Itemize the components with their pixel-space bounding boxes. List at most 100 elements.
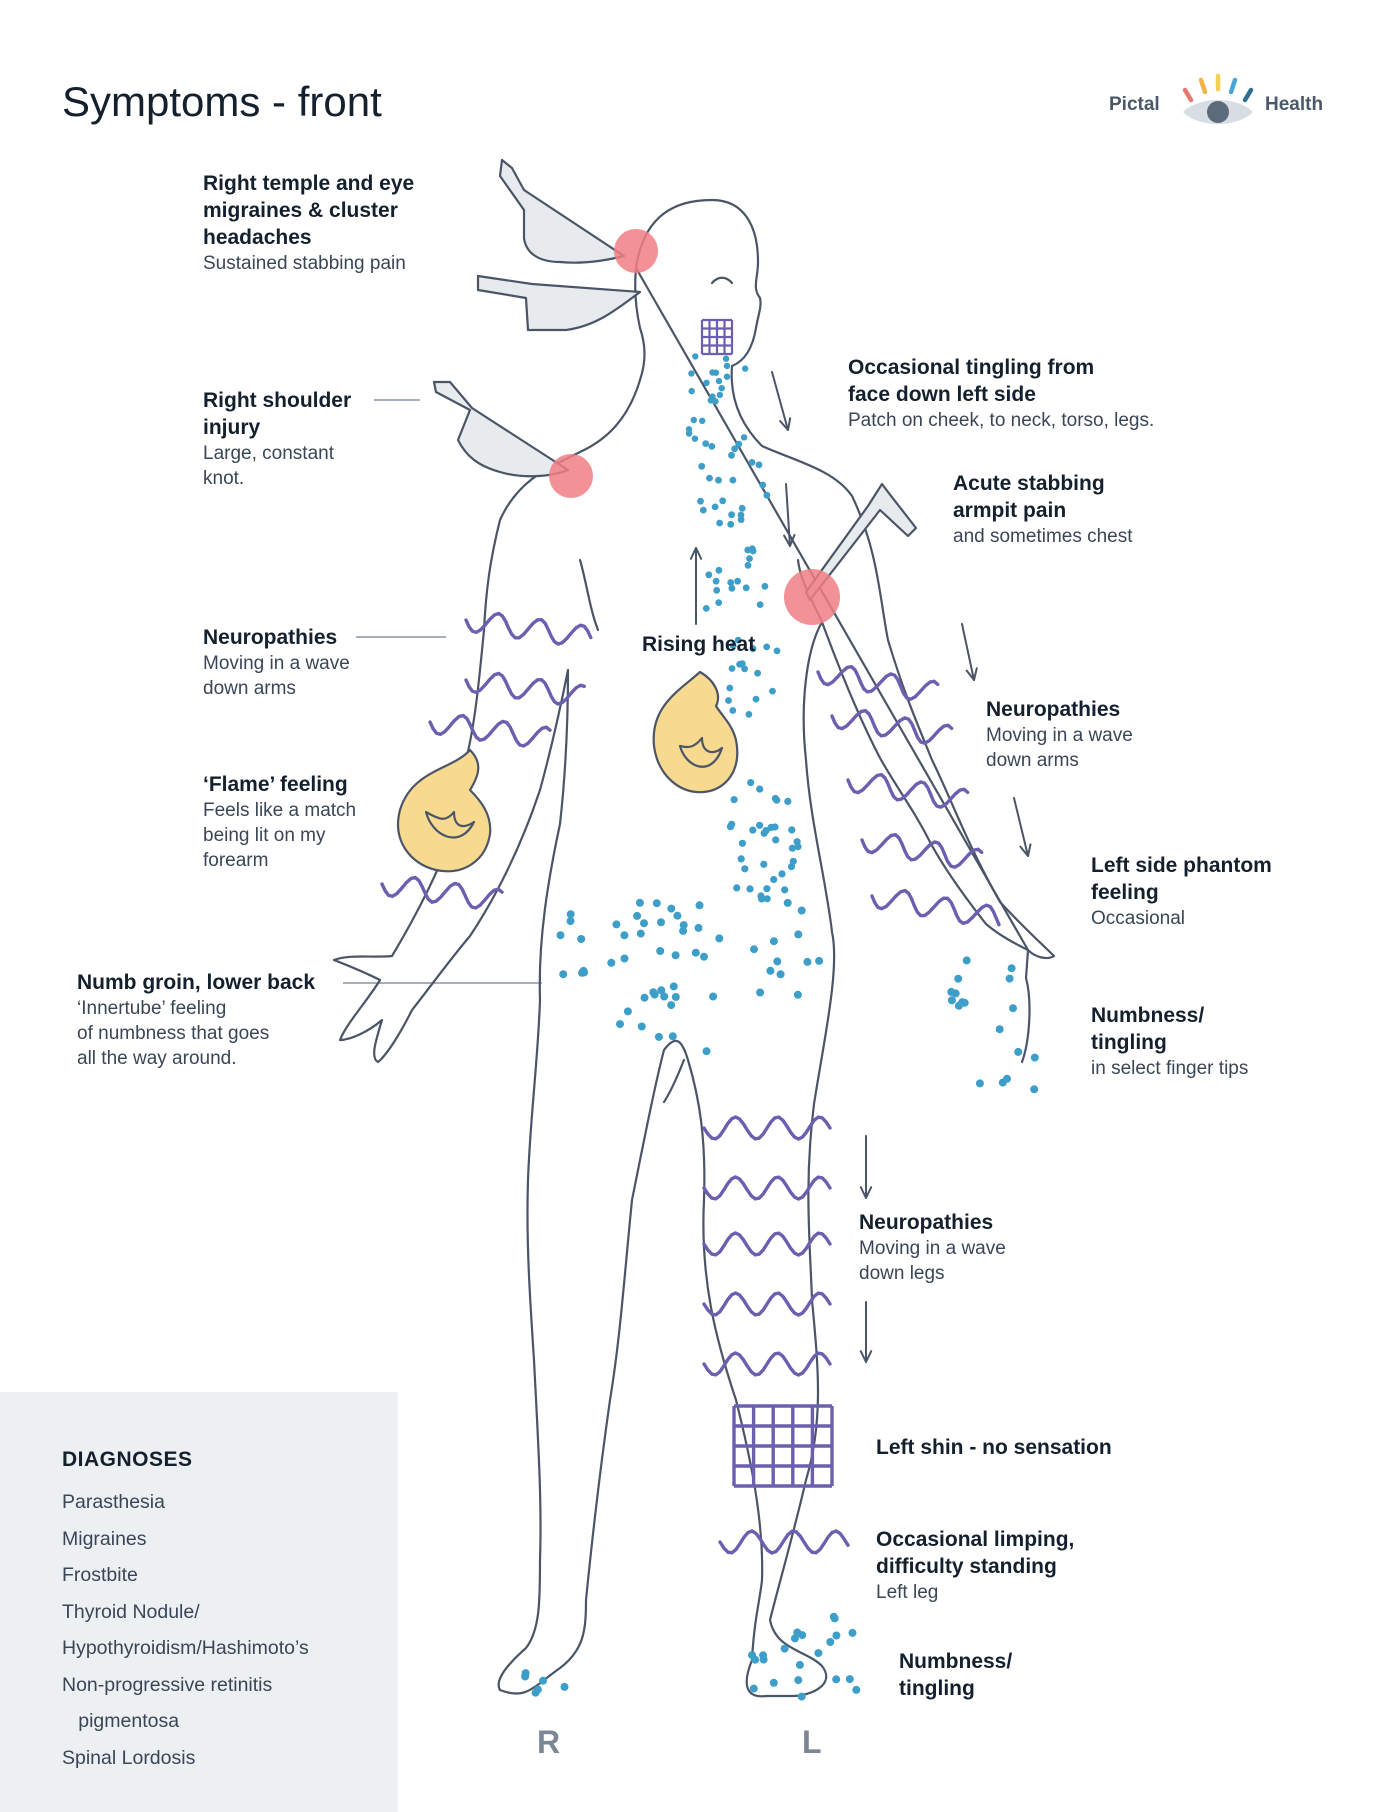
tingling-dot [722,355,730,362]
tingling-dot [726,823,735,831]
tingling-dot [633,911,642,920]
tingling-dot [735,440,743,448]
neuropathy-wave [860,832,984,870]
tingling-dot [725,697,732,704]
tingling-dot [668,1032,677,1041]
tingling-dot [788,826,796,834]
annotation-subtext: Sustained stabbing pain [203,253,406,274]
tingling-dot [852,1685,861,1694]
neuropathy-wave [380,875,504,910]
tingling-dot [702,1047,711,1056]
neuropathy-wave [870,888,1001,927]
tingling-dot [709,992,718,1001]
tingling-dot [695,901,704,910]
tingling-dot [788,844,797,852]
tingling-dot [667,1001,676,1010]
annotation-neuropathies-right-arm: Neuropathies Moving in a wave down arms [203,624,350,701]
tingling-dot [749,1684,758,1693]
tingling-dot [995,1025,1004,1034]
annotation-heading: Right temple and eye migraines & cluster… [203,172,415,249]
neuropathy-wave [702,1175,832,1201]
tingling-dot [566,917,575,926]
annotation-subtext: ‘Innertube’ feeling of numbness that goe… [77,998,270,1069]
arrow-head [1019,843,1032,857]
tingling-dot [706,474,713,482]
annotation-heading: Right shoulder injury [203,389,352,439]
tingling-dot [1014,1047,1023,1056]
annotation-heading: Acute stabbing armpit pain [953,472,1105,522]
neuropathy-wave [718,1529,850,1555]
tingling-dot [556,931,565,940]
tingling-dot [749,826,757,834]
annotation-subtext: Occasional [1091,908,1185,929]
tingling-dot [794,1676,803,1685]
tingling-dot [577,935,586,943]
annotation-subtext: Patch on cheek, to neck, torso, legs. [848,410,1155,431]
arrow-head [779,417,792,431]
annotation-temple-migraines: Right temple and eye migraines & cluster… [203,170,414,276]
tingling-dot [975,1079,984,1088]
tingling-dot [692,353,699,360]
tingling-dot [636,929,645,938]
tingling-dot [770,875,778,884]
leader-lines [343,399,542,984]
tingling-dot [962,956,971,965]
tingling-dot [776,970,785,979]
direction-arrows [689,371,1032,1363]
tingling-dot [797,906,806,915]
annotation-neuropathies-legs: Neuropathies Moving in a wave down legs [859,1209,1006,1286]
annotation-heading: ‘Flame’ feeling [203,773,348,796]
tingling-dot [748,545,756,553]
tingling-dot [635,898,644,907]
tingling-dot [640,919,648,928]
tingling-dot [620,954,629,963]
tingling-dot [623,1007,632,1016]
tingling-dot [814,1649,823,1658]
tingling-dot [657,918,665,927]
tingling-dot [728,665,736,672]
annotation-neuropathies-left-arm: Neuropathies Moving in a wave down arms [986,696,1133,773]
tingling-dot [700,952,708,961]
tingling-dot [728,584,736,592]
tingling-dot [719,497,727,505]
tingling-dot [773,647,781,655]
tingling-dot [763,885,771,893]
neuropathy-wave [702,1351,832,1377]
tingling-dot [998,1078,1007,1087]
tingling-dot [612,920,621,929]
tingling-dot [656,947,665,955]
tingling-dot [688,370,695,377]
tingling-dot [640,993,649,1002]
annotation-tingling-face: Occasional tingling from face down left … [848,354,1154,433]
tingling-dot [709,369,716,376]
annotation-subtext: in select finger tips [1091,1058,1249,1079]
annotation-subtext: and sometimes chest [953,526,1133,547]
tingling-dot [769,937,778,946]
annotation-subtext: Large, constant knot. [203,443,334,489]
diagnosis-item: Thyroid Nodule/ [62,1600,200,1623]
tingling-dot [738,504,746,512]
arrow-line [771,371,789,431]
tingling-dot [729,642,737,649]
tingling-dot [727,579,735,586]
diagnosis-item: Frostbite [62,1564,138,1586]
tingling-dot [697,497,704,505]
tingling-dot [815,956,824,965]
arrow-head [689,547,703,560]
tingling-dot [711,503,719,511]
logo-word-pictal: Pictal [1109,94,1160,115]
knife-icons [432,158,918,602]
tingling-dot [848,1628,857,1637]
tingling-dot [713,586,721,594]
tingling-dot [830,1614,839,1623]
tingling-dot [723,362,731,370]
tingling-dot [731,445,738,453]
tingling-dot [729,707,737,714]
annotation-flame-feeling: ‘Flame’ feeling Feels like a match being… [203,771,356,873]
tingling-dot [702,605,710,612]
tingling-dot [759,481,767,489]
tingling-dot [660,992,669,1001]
tingling-dot [736,660,743,668]
tingling-dot [793,990,802,999]
arrow-head [783,533,796,547]
